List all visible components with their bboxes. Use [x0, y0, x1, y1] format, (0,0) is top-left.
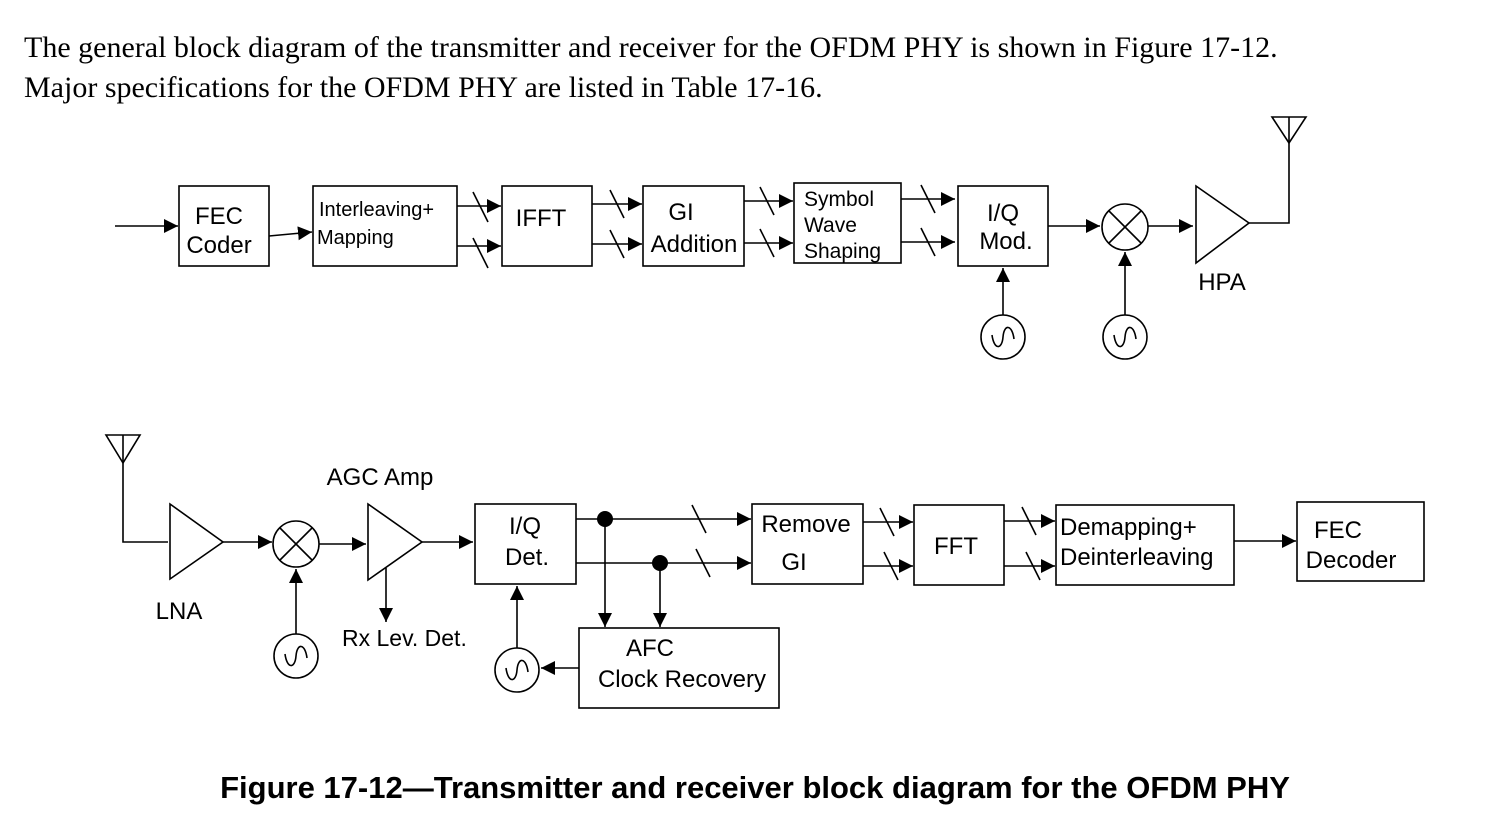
symbol-label: Symbol: [804, 188, 874, 211]
bus-slash: [1025, 551, 1041, 581]
rx-antenna-icon: [104, 434, 142, 465]
clock-recovery-label: Clock Recovery: [598, 666, 766, 693]
demapping-deinterleaving-block: Demapping+ Deinterleaving: [1055, 504, 1235, 586]
tx-mixer-icon: [1101, 203, 1149, 251]
bus-slash: [759, 228, 775, 258]
bus-slash: [1021, 506, 1037, 536]
hpa-amplifier-icon: [1195, 184, 1251, 265]
antenna-to-lna-line: [122, 463, 168, 543]
oscillator-icon: [1102, 314, 1148, 360]
afc-clock-recovery-block: AFC Clock Recovery: [578, 627, 780, 709]
bus-slash: [609, 229, 625, 259]
intro-paragraph: The general block diagram of the transmi…: [24, 28, 1486, 108]
iq-mod-block: I/Q Mod.: [957, 185, 1049, 267]
ifft-block: IFFT: [501, 185, 593, 267]
ifft-label: IFFT: [516, 205, 567, 232]
lna-label: LNA: [156, 598, 203, 625]
remove-gi-block: Remove GI: [751, 503, 864, 585]
fec-coder-label-2: Coder: [186, 232, 251, 259]
mapping-label: Mapping: [317, 227, 394, 249]
bus-slash: [695, 548, 711, 578]
hpa-to-antenna-line: [1249, 143, 1290, 224]
bus-slash: [883, 551, 899, 581]
iq-det-block: I/Q Det.: [474, 503, 577, 585]
demapping-label: Demapping+: [1060, 514, 1197, 541]
remove-gi-label: GI: [781, 549, 806, 576]
fec-to-interleave-arrow: [268, 226, 313, 241]
oscillator-icon: [980, 314, 1026, 360]
bus-slash: [472, 237, 489, 269]
transmitter-chain: FEC Coder Interleaving+ Mapping IFFT GI …: [115, 116, 1308, 360]
oscillator-icon: [273, 633, 319, 679]
fec-coder-block: FEC Coder: [178, 185, 270, 267]
lna-amplifier-icon: [169, 502, 225, 581]
oscillator-icon: [494, 647, 540, 693]
bus-slash: [920, 227, 936, 257]
afc-label: AFC: [626, 635, 674, 662]
interleaving-label: Interleaving+: [319, 199, 434, 221]
gi-addition-block: GI Addition: [642, 185, 745, 267]
interleaving-mapping-block: Interleaving+ Mapping: [312, 185, 458, 267]
fft-label: FFT: [934, 533, 978, 560]
bus-slash: [920, 184, 936, 214]
bus-slash: [879, 507, 895, 537]
gi-label: GI: [668, 199, 693, 226]
figure-caption: Figure 17-12—Transmitter and receiver bl…: [220, 770, 1290, 805]
hpa-label: HPA: [1198, 269, 1246, 296]
remove-label: Remove: [761, 511, 850, 538]
iq-det-label-1: I/Q: [509, 513, 541, 540]
fec-decoder-label-1: FEC: [1314, 517, 1362, 544]
fft-block: FFT: [913, 504, 1005, 586]
bus-slash: [609, 189, 625, 219]
bus-slash: [759, 186, 775, 216]
tx-antenna-icon: [1270, 116, 1308, 145]
iq-det-label-2: Det.: [505, 544, 549, 571]
bus-slash: [691, 504, 707, 534]
agc-amp-label: AGC Amp: [327, 464, 434, 491]
addition-label: Addition: [651, 231, 738, 258]
deinterleaving-label: Deinterleaving: [1060, 544, 1213, 571]
wave-label: Wave: [804, 214, 857, 237]
fec-decoder-block: FEC Decoder: [1296, 501, 1425, 582]
fec-coder-label-1: FEC: [195, 203, 243, 230]
rx-mixer-icon: [272, 520, 320, 568]
receiver-chain: LNA AGC Amp Rx Lev. Det. I/Q Det.: [104, 434, 1425, 709]
intro-line-2: Major specifications for the OFDM PHY ar…: [24, 71, 823, 104]
intro-line-1: The general block diagram of the transmi…: [24, 31, 1278, 64]
agc-amplifier-icon: [367, 502, 424, 582]
fec-decoder-label-2: Decoder: [1306, 547, 1397, 574]
iq-mod-label-1: I/Q: [987, 200, 1019, 227]
symbol-wave-shaping-block: Symbol Wave Shaping: [793, 182, 902, 264]
shaping-label: Shaping: [804, 240, 881, 263]
bus-slash: [472, 191, 489, 223]
rx-lev-det-label: Rx Lev. Det.: [342, 625, 467, 651]
iq-mod-label-2: Mod.: [979, 228, 1032, 255]
